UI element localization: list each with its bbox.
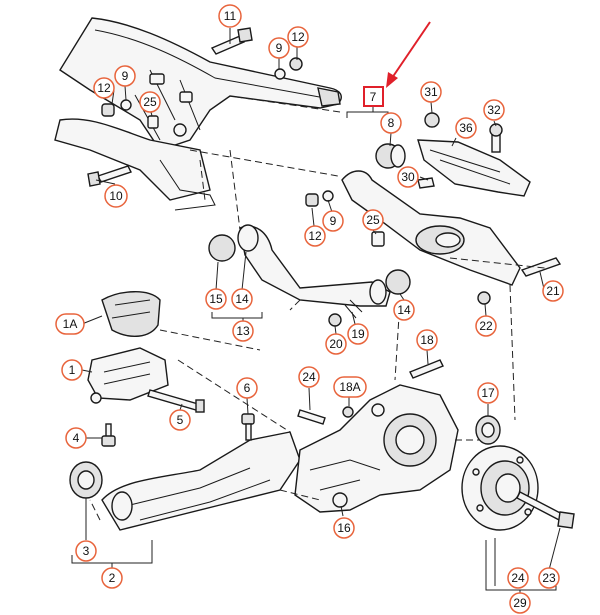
- callout-9c-label: 9: [330, 214, 337, 228]
- callout-7[interactable]: 7: [363, 86, 384, 107]
- callout-5-label: 5: [177, 413, 184, 427]
- callout-9b[interactable]: 9: [114, 65, 136, 87]
- hub-bolt-23: [516, 491, 575, 529]
- lower-control-arm: [305, 112, 562, 305]
- bolt-6: [241, 413, 255, 441]
- callout-11[interactable]: 11: [218, 4, 242, 28]
- callout-2[interactable]: 2: [101, 567, 123, 589]
- callout-17[interactable]: 17: [477, 382, 499, 404]
- callout-3[interactable]: 3: [75, 540, 97, 562]
- dashed-assembly-lines: [89, 95, 546, 521]
- callout-12c[interactable]: 12: [304, 225, 326, 247]
- callout-22-label: 22: [479, 319, 493, 333]
- callout-25a[interactable]: 25: [139, 91, 161, 113]
- callout-9a[interactable]: 9: [268, 37, 290, 59]
- callout-8-label: 8: [388, 116, 395, 130]
- callout-23[interactable]: 23: [538, 567, 560, 589]
- callout-9c[interactable]: 9: [322, 210, 344, 232]
- bolt-4: [101, 423, 116, 447]
- callout-32-label: 32: [487, 103, 501, 117]
- callout-1[interactable]: 1: [61, 359, 83, 381]
- callout-24a-label: 24: [302, 370, 316, 384]
- callout-1A-label: 1A: [63, 317, 78, 331]
- callout-20[interactable]: 20: [325, 333, 347, 355]
- callout-18A[interactable]: 18A: [333, 376, 367, 398]
- callout-20-label: 20: [329, 337, 343, 351]
- callout-13[interactable]: 13: [232, 320, 254, 342]
- callout-16[interactable]: 16: [333, 517, 355, 539]
- callout-32[interactable]: 32: [483, 99, 505, 121]
- callout-24a[interactable]: 24: [298, 366, 320, 388]
- trailing-arm: [69, 431, 301, 531]
- callout-29[interactable]: 29: [509, 592, 531, 614]
- callout-29-label: 29: [513, 596, 527, 610]
- upper-link-13: [208, 224, 411, 327]
- callout-6-label: 6: [244, 381, 251, 395]
- callout-17-label: 17: [481, 386, 495, 400]
- wheel-knuckle: [294, 359, 459, 513]
- callout-25a-label: 25: [143, 95, 157, 109]
- callout-9b-label: 9: [122, 69, 129, 83]
- highlight-arrow: [386, 21, 431, 88]
- callout-12a[interactable]: 12: [287, 26, 309, 48]
- callout-30-label: 30: [401, 170, 415, 184]
- callout-10-label: 10: [109, 189, 123, 203]
- callout-22[interactable]: 22: [475, 315, 497, 337]
- callout-25b-label: 25: [366, 213, 380, 227]
- callout-18A-label: 18A: [339, 380, 360, 394]
- callout-7-label: 7: [370, 90, 377, 104]
- callout-21[interactable]: 21: [542, 280, 564, 302]
- callout-6[interactable]: 6: [236, 377, 258, 399]
- fasteners-left: [101, 57, 303, 129]
- callout-1A[interactable]: 1A: [55, 313, 85, 335]
- callout-14a[interactable]: 14: [231, 288, 253, 310]
- callout-25b[interactable]: 25: [362, 209, 384, 231]
- mount-bracket: [87, 291, 205, 413]
- callout-36[interactable]: 36: [455, 117, 477, 139]
- callout-18-label: 18: [420, 333, 434, 347]
- callout-19[interactable]: 19: [347, 323, 369, 345]
- callout-14b-label: 14: [397, 303, 411, 317]
- callout-12b[interactable]: 12: [93, 77, 115, 99]
- callout-14a-label: 14: [235, 292, 249, 306]
- callout-24b-label: 24: [511, 571, 525, 585]
- callout-24b[interactable]: 24: [507, 567, 529, 589]
- callout-layer: 11 9 12 12 9 25 10 7 8 31 32 36 30 9 12 …: [55, 4, 564, 614]
- callout-12b-label: 12: [97, 81, 111, 95]
- callout-31[interactable]: 31: [420, 81, 442, 103]
- callout-18[interactable]: 18: [416, 329, 438, 351]
- callout-12a-label: 12: [291, 30, 305, 44]
- callout-21-label: 21: [546, 284, 560, 298]
- callout-8[interactable]: 8: [380, 112, 402, 134]
- bolt-11: [210, 27, 253, 55]
- callout-13-label: 13: [236, 324, 250, 338]
- callout-15[interactable]: 15: [205, 288, 227, 310]
- callout-16-label: 16: [337, 521, 351, 535]
- callout-1-label: 1: [69, 363, 76, 377]
- bushing-17: [475, 415, 501, 445]
- callout-12c-label: 12: [308, 229, 322, 243]
- callout-30[interactable]: 30: [397, 166, 419, 188]
- wheel-hub: [461, 445, 539, 531]
- callout-4-label: 4: [73, 431, 80, 445]
- callout-3-label: 3: [83, 544, 90, 558]
- callout-36-label: 36: [459, 121, 473, 135]
- bolt-10: [87, 165, 132, 187]
- callout-14b[interactable]: 14: [393, 299, 415, 321]
- callout-4[interactable]: 4: [65, 427, 87, 449]
- callout-9a-label: 9: [276, 41, 283, 55]
- callout-31-label: 31: [424, 85, 438, 99]
- callout-23-label: 23: [542, 571, 556, 585]
- callout-2-label: 2: [109, 571, 116, 585]
- callout-5[interactable]: 5: [169, 409, 191, 431]
- callout-19-label: 19: [351, 327, 365, 341]
- callout-15-label: 15: [209, 292, 223, 306]
- callout-11-label: 11: [224, 9, 237, 23]
- callout-10[interactable]: 10: [104, 184, 128, 208]
